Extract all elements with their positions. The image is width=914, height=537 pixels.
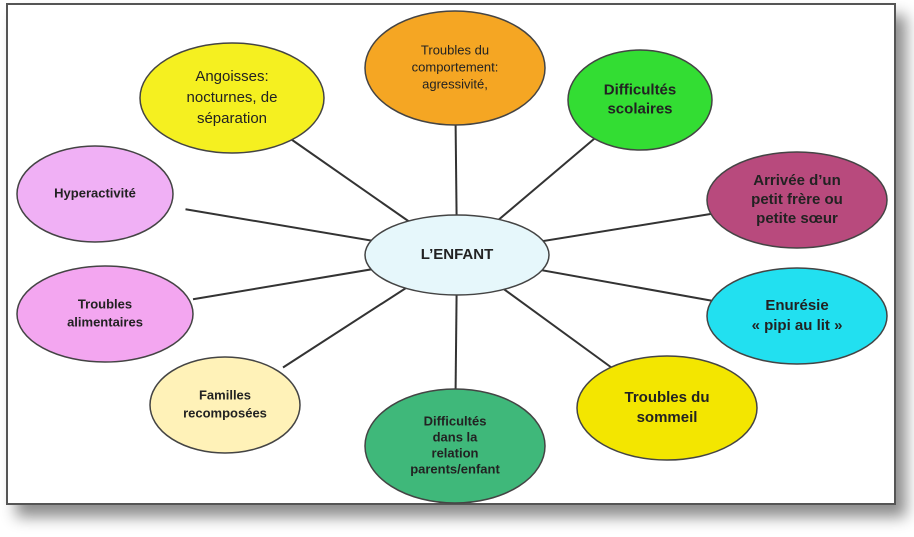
node-familles-ellipse: [149, 356, 301, 454]
node-alimentaires-label-line: alimentaires: [67, 314, 143, 329]
node-sommeil-ellipse: [576, 355, 758, 461]
topic-nodes: Troubles du comportement: agressivité, Diff…: [16, 10, 888, 504]
node-familles-label-line: Familles: [199, 387, 251, 402]
node-arrivee: Arrivée d’un petit frère ou petite sœur: [706, 151, 888, 249]
node-scolaires: Difficultés scolaires: [567, 49, 713, 151]
node-angoisses-label-line: séparation: [197, 110, 267, 127]
center-label-line: L’ENFANT: [421, 246, 494, 263]
node-enuresie: Enurésie « pipi au lit »: [706, 267, 888, 365]
node-alimentaires: Troubles alimentaires: [16, 265, 194, 363]
node-angoisses: Angoisses: nocturnes, de séparation: [139, 42, 325, 154]
node-comportement-label-line: Troubles du: [421, 42, 489, 57]
node-alimentaires-ellipse: [16, 265, 194, 363]
node-scolaires-label-line: scolaires: [607, 100, 672, 117]
node-angoisses-ellipse: [139, 42, 325, 154]
node-arrivee-label-line: petit frère ou: [751, 191, 843, 208]
node-comportement-label-line: comportement:: [412, 59, 499, 74]
node-relation-ellipse: [364, 388, 546, 504]
node-scolaires-label-line: Difficultés: [604, 81, 677, 98]
node-enuresie-label-line: Enurésie: [765, 297, 828, 314]
node-hyperactivite-ellipse: [16, 145, 174, 243]
node-angoisses-label-line: nocturnes, de: [187, 89, 278, 106]
node-hyperactivite-label-line: Hyperactivité: [54, 185, 136, 200]
node-angoisses-label-line: Angoisses:: [195, 68, 268, 85]
node-arrivee-label-line: petite sœur: [756, 210, 838, 227]
node-sommeil-label-line: Troubles du: [624, 389, 709, 406]
node-relation-label-line: Difficultés: [424, 413, 487, 428]
node-hyperactivite: Hyperactivité: [16, 145, 174, 243]
center-ellipse: [364, 214, 550, 296]
node-familles: Familles recomposées: [149, 356, 301, 454]
node-familles-label-line: recomposées: [183, 405, 267, 420]
node-arrivee-label-line: Arrivée d’un: [753, 172, 841, 189]
center-node: L’ENFANT: [364, 214, 550, 296]
node-relation-label-line: dans la: [433, 429, 479, 444]
node-comportement-label-line: agressivité,: [422, 76, 488, 91]
node-scolaires-ellipse: [567, 49, 713, 151]
node-alimentaires-label-line: Troubles: [78, 296, 132, 311]
node-enuresie-ellipse: [706, 267, 888, 365]
node-relation-label-line: parents/enfant: [410, 461, 500, 476]
node-sommeil: Troubles du sommeil: [576, 355, 758, 461]
node-comportement-ellipse: [364, 10, 546, 126]
node-arrivee-ellipse: [706, 151, 888, 249]
node-relation-label-line: relation: [432, 445, 479, 460]
node-comportement: Troubles du comportement: agressivité,: [364, 10, 546, 126]
node-enuresie-label-line: « pipi au lit »: [752, 317, 843, 334]
node-sommeil-label-line: sommeil: [637, 409, 698, 426]
